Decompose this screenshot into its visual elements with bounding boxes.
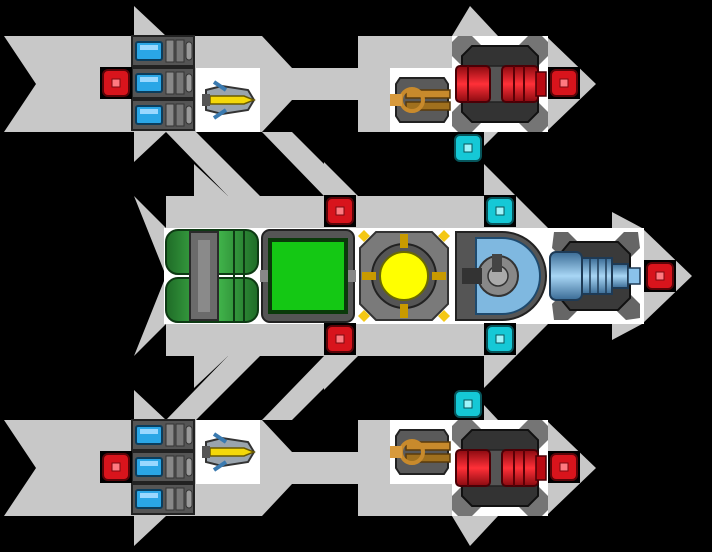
red-connector-node-icon[interactable] bbox=[547, 66, 581, 100]
cyan-connector-node-icon[interactable] bbox=[451, 131, 485, 165]
red-connector-node-icon[interactable] bbox=[99, 450, 133, 484]
autocannon-turret-icon[interactable] bbox=[388, 418, 456, 486]
reactor-core-icon[interactable] bbox=[356, 228, 452, 324]
red-connector-node-icon[interactable] bbox=[323, 322, 357, 356]
fuel-tank-icon[interactable] bbox=[164, 228, 260, 324]
red-connector-node-icon[interactable] bbox=[323, 194, 357, 228]
cyan-connector-node-icon[interactable] bbox=[451, 387, 485, 421]
thruster-block-icon[interactable] bbox=[131, 419, 195, 515]
core-spine[interactable] bbox=[164, 194, 677, 356]
missile-launcher-icon[interactable] bbox=[194, 66, 262, 134]
red-connector-node-icon[interactable] bbox=[99, 66, 133, 100]
cockpit-dome-icon[interactable] bbox=[452, 228, 548, 324]
red-connector-node-icon[interactable] bbox=[547, 450, 581, 484]
cyan-connector-node-icon[interactable] bbox=[483, 322, 517, 356]
cyan-connector-node-icon[interactable] bbox=[483, 194, 517, 228]
red-engine-module-icon[interactable] bbox=[451, 35, 549, 133]
red-connector-node-icon[interactable] bbox=[643, 259, 677, 293]
autocannon-turret-icon[interactable] bbox=[388, 66, 456, 134]
blue-laser-emitter-icon[interactable] bbox=[548, 228, 644, 324]
shield-generator-icon[interactable] bbox=[260, 228, 356, 324]
thruster-block-icon[interactable] bbox=[131, 35, 195, 131]
red-engine-module-icon[interactable] bbox=[451, 419, 549, 517]
missile-launcher-icon[interactable] bbox=[194, 418, 262, 486]
